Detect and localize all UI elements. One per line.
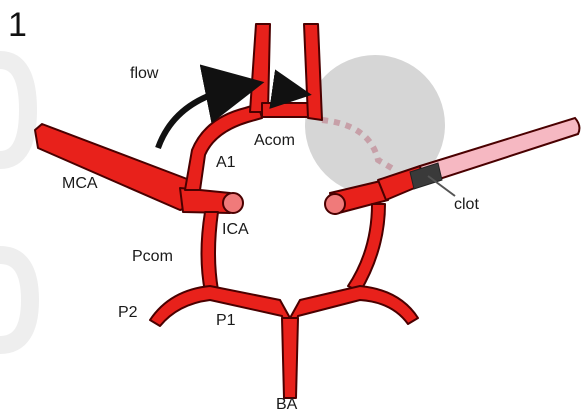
label-clot: clot <box>454 197 479 213</box>
label-a1: A1 <box>216 155 236 171</box>
left-aca-vessel <box>250 24 270 112</box>
label-ica: ICA <box>222 222 249 238</box>
left-ica-cap <box>223 193 243 213</box>
label-ba: BA <box>276 397 297 413</box>
left-pcom-vessel <box>202 212 219 292</box>
label-mca: MCA <box>62 176 98 192</box>
right-aca-vessel <box>304 24 322 120</box>
label-flow: flow <box>130 66 158 82</box>
panel-number: 1 <box>8 8 27 42</box>
label-p1: P1 <box>216 313 236 329</box>
acom-arrow-icon <box>278 90 292 92</box>
label-p2: P2 <box>118 305 138 321</box>
right-ica-cap <box>325 194 345 214</box>
right-pcom-vessel <box>348 204 385 292</box>
label-acom: Acom <box>254 133 295 149</box>
label-pcom: Pcom <box>132 249 173 265</box>
left-a1-vessel <box>185 104 262 190</box>
left-mca-vessel <box>35 124 200 210</box>
basilar-artery <box>282 318 298 398</box>
